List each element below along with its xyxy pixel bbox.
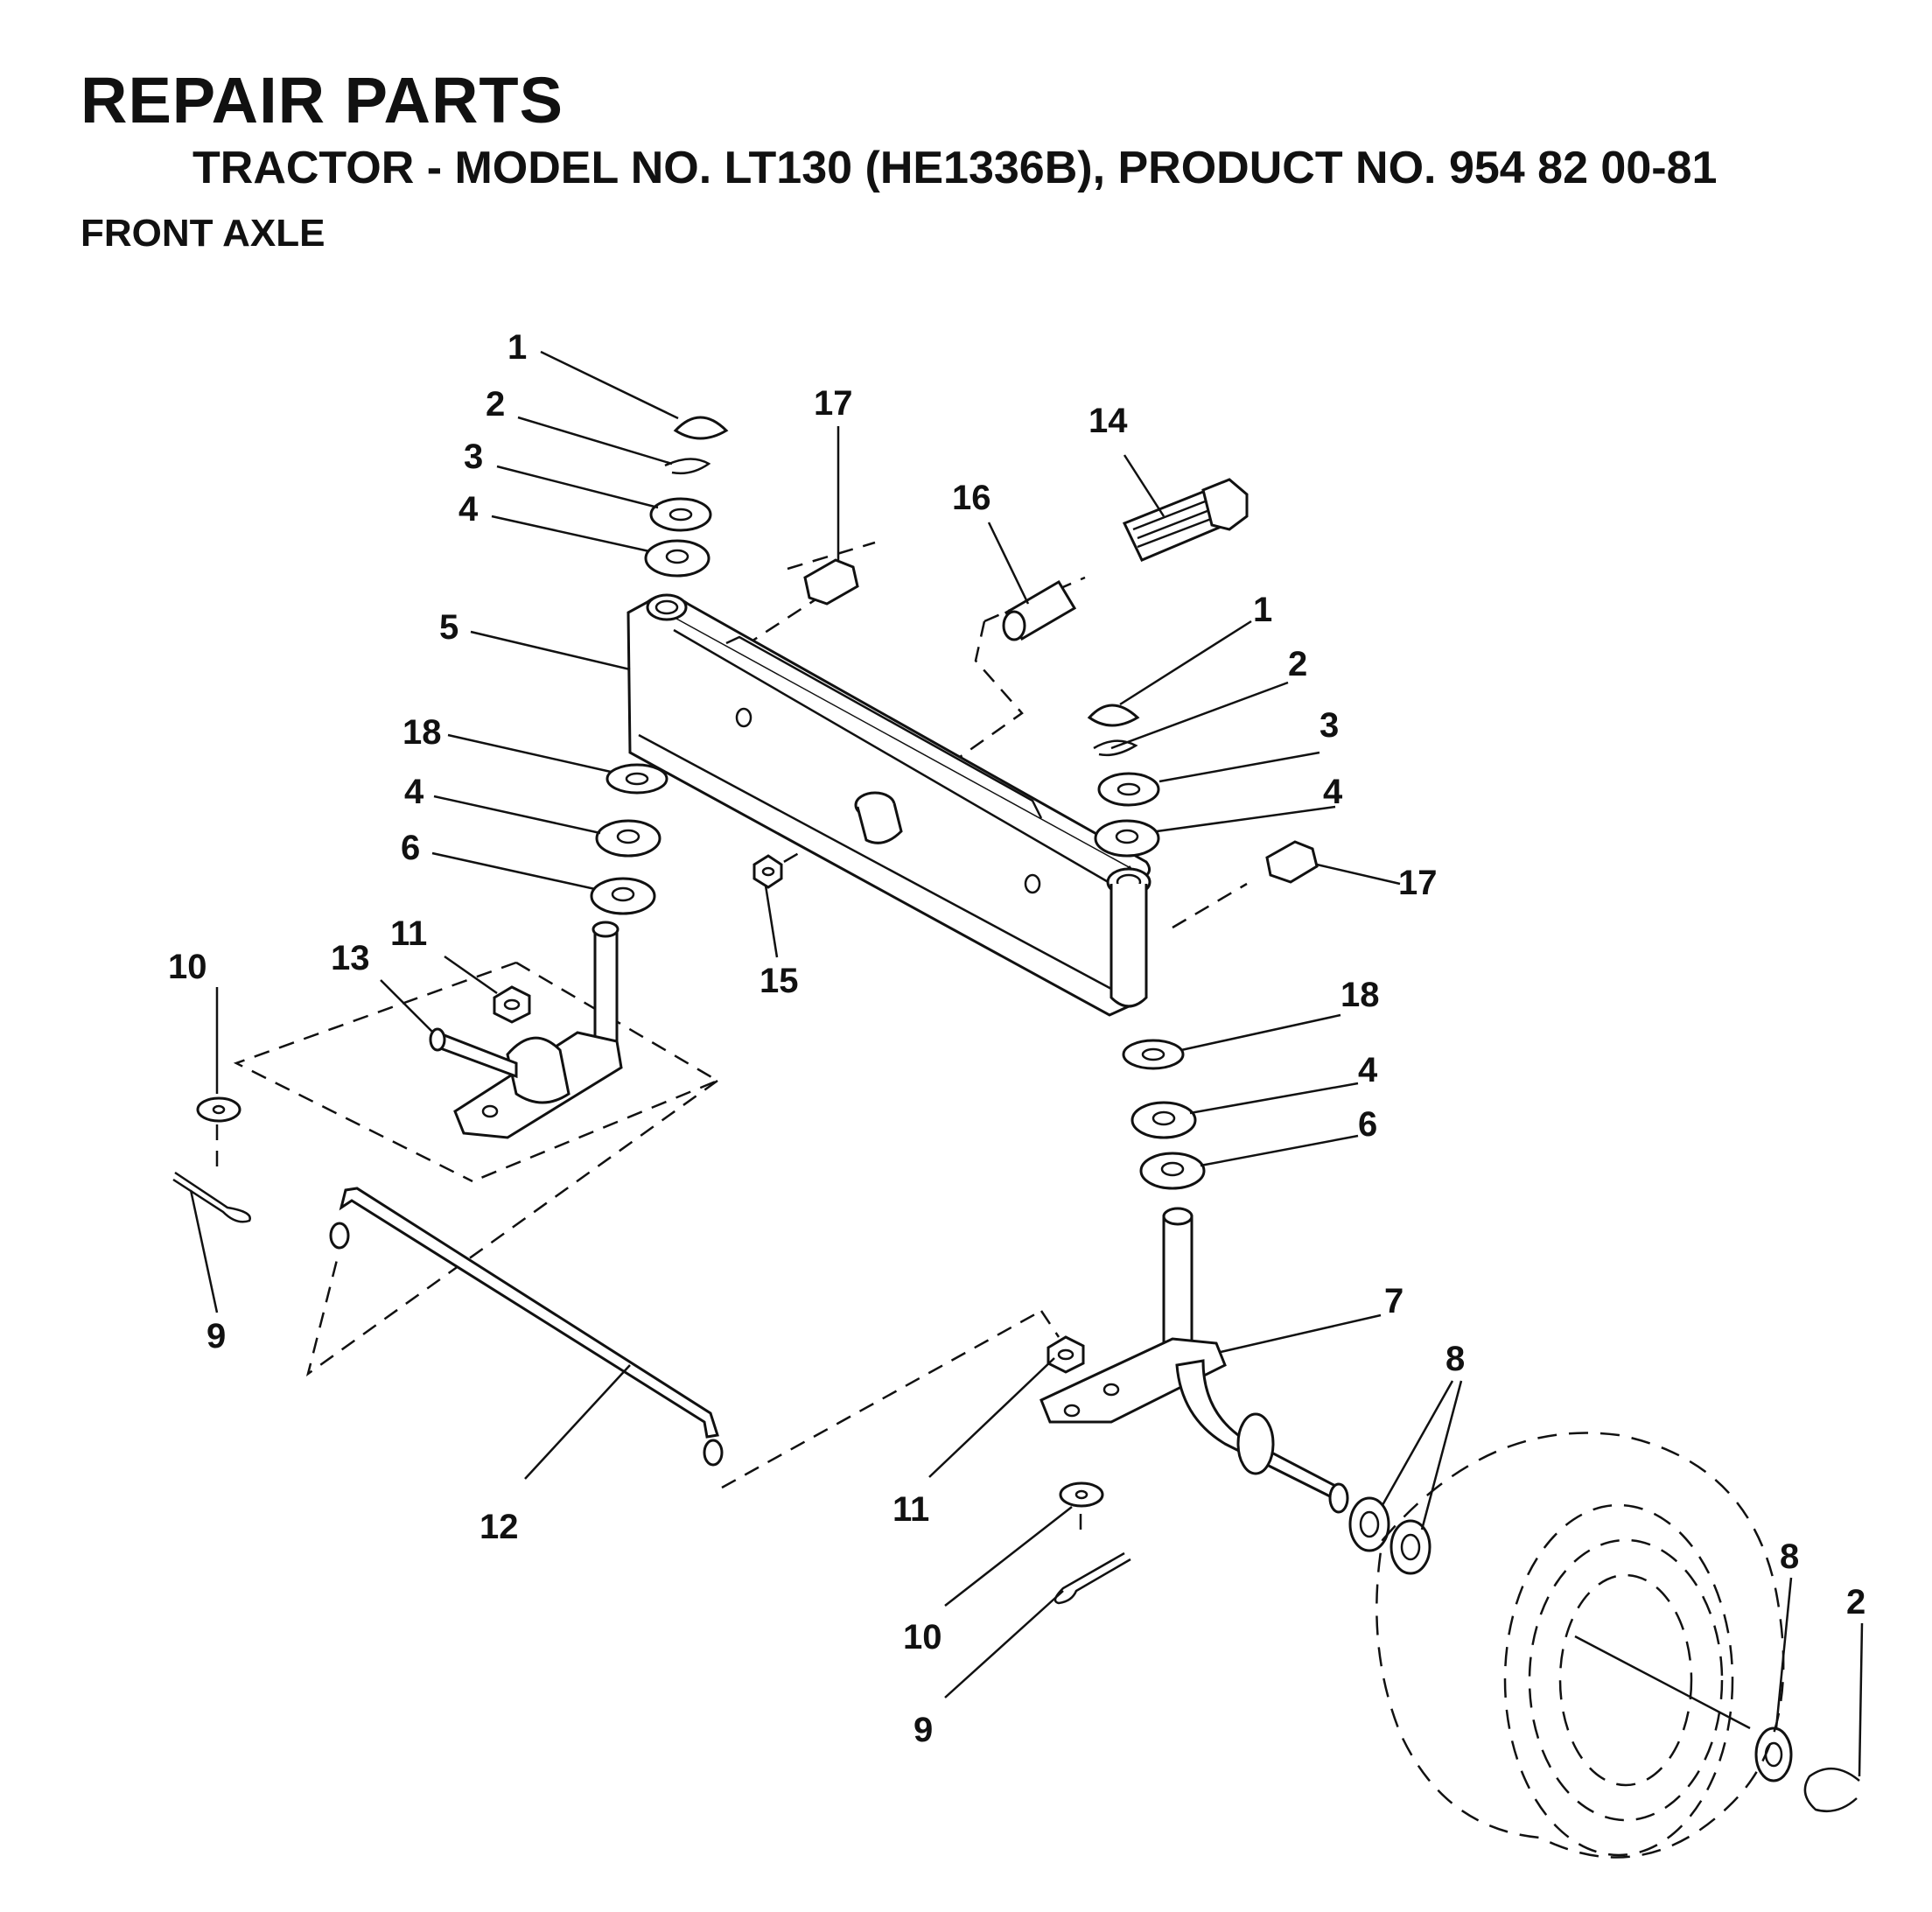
callout-6: 6: [401, 829, 420, 867]
callout-10: 10: [903, 1618, 942, 1656]
callout-4: 4: [404, 773, 424, 811]
callout-17: 17: [814, 384, 853, 423]
right-spindle-stack: [1040, 1039, 1349, 1514]
callout-2: 2: [1846, 1583, 1866, 1621]
callout-17: 17: [1398, 864, 1438, 902]
callout-4: 4: [458, 490, 479, 529]
upper-right-stack: [1087, 704, 1160, 858]
callout-3: 3: [464, 438, 483, 476]
callout-14: 14: [1088, 402, 1128, 440]
callout-8: 8: [1446, 1340, 1465, 1378]
callout-16: 16: [952, 479, 991, 517]
callout-18: 18: [402, 713, 442, 752]
upper-left-stack: [644, 416, 729, 578]
wheel-outline: [1376, 1432, 1785, 1859]
section-title: FRONT AXLE: [80, 212, 326, 255]
assembly-dashed-lines: [215, 541, 1248, 1540]
tie-rod: [329, 1187, 724, 1467]
callout-4: 4: [1323, 773, 1343, 811]
callout-12: 12: [480, 1508, 519, 1546]
leader-lines: [189, 350, 1864, 1777]
callout-7: 7: [1384, 1282, 1404, 1320]
callout-6: 6: [1358, 1105, 1377, 1144]
callout-13: 13: [331, 939, 370, 977]
left-spindle-stack: [429, 763, 668, 1139]
callout-numbers: 1 2 3 4 5 18 4 6 17 16 14 1 2 3 4 17 15 …: [168, 328, 1866, 1749]
bolt-spacer-fittings: [803, 478, 1319, 884]
callout-8: 8: [1780, 1537, 1799, 1576]
callout-11: 11: [390, 914, 427, 953]
callout-2: 2: [1288, 645, 1307, 683]
callout-2: 2: [486, 385, 505, 424]
callout-18: 18: [1340, 976, 1380, 1014]
callout-10: 10: [168, 948, 207, 986]
callout-3: 3: [1320, 706, 1339, 745]
callout-9: 9: [914, 1711, 933, 1749]
front-axle-beam: [626, 593, 1152, 1017]
page-subtitle: TRACTOR - MODEL NO. LT130 (HE1336B), PRO…: [192, 143, 1718, 193]
callout-1: 1: [508, 328, 527, 367]
callout-5: 5: [439, 608, 458, 647]
callout-1: 1: [1253, 591, 1272, 629]
callout-9: 9: [206, 1317, 226, 1355]
left-hardware: [172, 854, 783, 1223]
callout-15: 15: [760, 962, 799, 1000]
callout-11: 11: [892, 1490, 929, 1529]
page-title: REPAIR PARTS: [80, 64, 564, 137]
callout-4: 4: [1358, 1051, 1378, 1089]
